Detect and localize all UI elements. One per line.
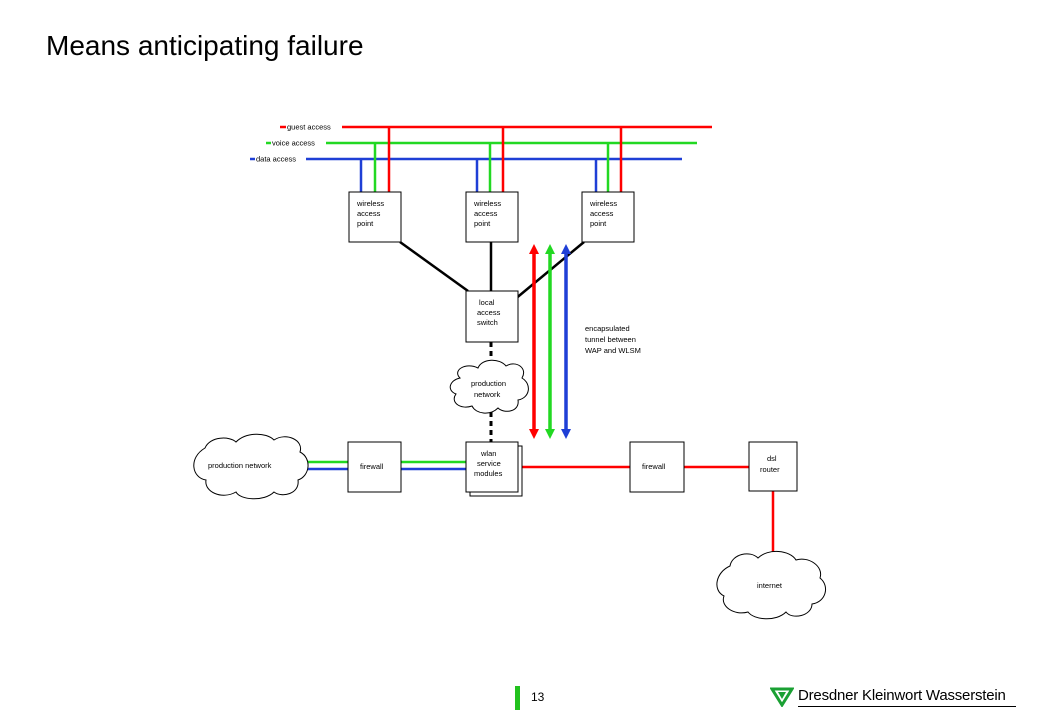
access-point-2: wireless access point	[465, 191, 519, 243]
svg-text:point: point	[357, 219, 374, 228]
bus-label-voice: voice access	[272, 139, 315, 148]
local-access-switch: local access switch	[465, 290, 519, 343]
internet-cloud: internet	[716, 551, 827, 620]
slide-title: Means anticipating failure	[46, 30, 364, 61]
svg-text:WAP and WLSM: WAP and WLSM	[585, 346, 641, 355]
dsl-router: dsl router	[748, 441, 798, 492]
svg-text:point: point	[590, 219, 607, 228]
firewall-right: firewall	[629, 441, 685, 493]
svg-text:network: network	[474, 390, 501, 399]
tunnel-label: encapsulated tunnel between WAP and WLSM	[585, 324, 641, 355]
svg-text:production: production	[471, 379, 506, 388]
access-point-1: wireless access point	[348, 191, 402, 243]
svg-text:wlan: wlan	[480, 449, 496, 458]
svg-text:firewall: firewall	[642, 462, 666, 471]
svg-text:production network: production network	[208, 461, 272, 470]
svg-text:local: local	[479, 298, 495, 307]
bus-label-data: data access	[256, 155, 296, 164]
production-network-cloud-center: production network	[449, 359, 529, 414]
access-point-3: wireless access point	[581, 191, 635, 243]
bus-voice: voice access	[266, 139, 697, 148]
firewall-left: firewall	[347, 441, 402, 493]
ap-drops	[359, 127, 623, 192]
bus-data: data access	[250, 155, 682, 164]
svg-text:router: router	[760, 465, 780, 474]
svg-text:wireless: wireless	[473, 199, 501, 208]
page-number: 13	[531, 690, 545, 704]
svg-text:access: access	[477, 308, 501, 317]
brand-logo: Dresdner Kleinwort Wasserstein	[770, 686, 1020, 710]
brand-name: Dresdner Kleinwort Wasserstein	[798, 687, 1006, 704]
svg-text:access: access	[357, 209, 381, 218]
production-network-cloud-left: production network	[193, 433, 309, 500]
svg-text:tunnel between: tunnel between	[585, 335, 636, 344]
svg-text:encapsulated: encapsulated	[585, 324, 630, 333]
tunnel-arrows	[529, 244, 571, 439]
svg-text:dsl: dsl	[767, 454, 777, 463]
footer-accent-bar	[515, 686, 520, 710]
svg-text:wireless: wireless	[356, 199, 384, 208]
triangle-logo-icon	[770, 687, 794, 707]
svg-text:firewall: firewall	[360, 462, 384, 471]
brand-underline	[798, 706, 1016, 707]
svg-text:switch: switch	[477, 318, 498, 327]
bus-guest: guest access	[280, 123, 712, 132]
svg-text:access: access	[474, 209, 498, 218]
svg-text:point: point	[474, 219, 491, 228]
svg-text:internet: internet	[757, 581, 783, 590]
wlan-service-modules: wlan service modules	[465, 441, 523, 497]
svg-text:access: access	[590, 209, 614, 218]
svg-text:service: service	[477, 459, 501, 468]
svg-text:wireless: wireless	[589, 199, 617, 208]
svg-text:modules: modules	[474, 469, 503, 478]
bus-label-guest: guest access	[287, 123, 331, 132]
